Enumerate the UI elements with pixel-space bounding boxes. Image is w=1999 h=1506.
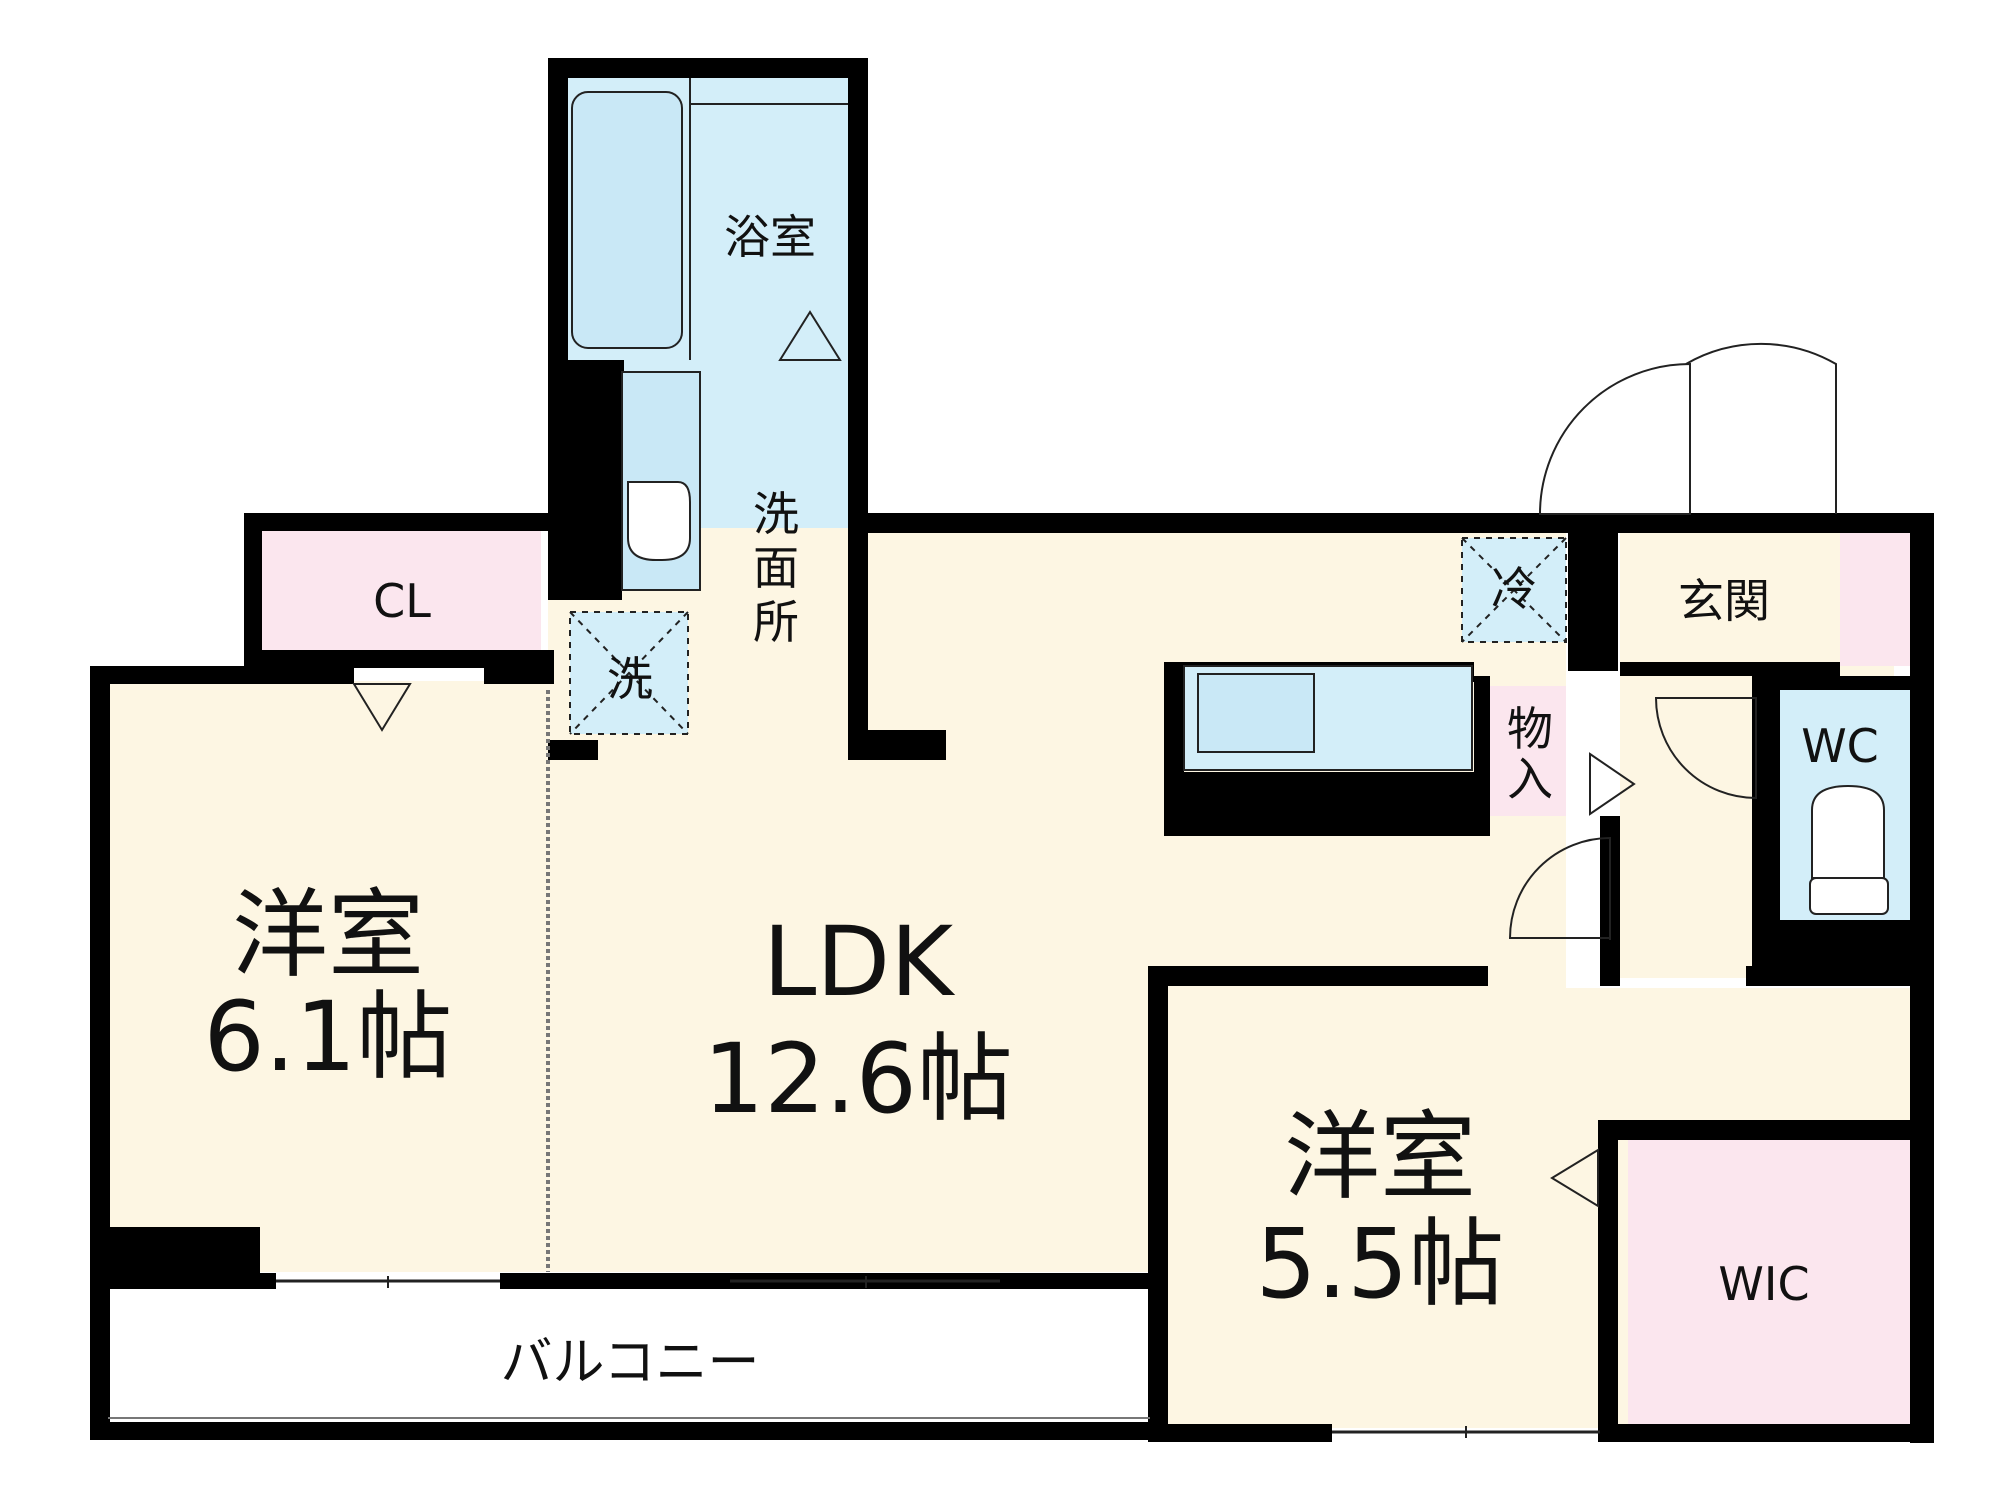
wic-fill — [1628, 1140, 1910, 1428]
storage-door-marker — [1589, 752, 1636, 816]
kitchen-sink — [1197, 673, 1315, 753]
hall-door-swing — [1508, 836, 1611, 939]
walls — [90, 58, 1934, 1443]
balcony-fill — [108, 1290, 1154, 1426]
label-bath: 浴室 — [724, 210, 816, 264]
toilet-bowl — [1811, 784, 1885, 879]
svg-text:所: 所 — [753, 595, 799, 649]
label-washer: 洗 — [607, 652, 653, 706]
label-western1-name: 洋室 — [232, 879, 424, 991]
svg-text:面: 面 — [753, 541, 799, 595]
labels: 浴室 洗 面 所 洗 CL 洋室 6.1帖 LDK 12.6帖 冷 玄関 物 入… — [204, 210, 1879, 1393]
label-ldk-name: LDK — [763, 906, 955, 1018]
storage-fill — [1490, 686, 1566, 816]
bathtub — [571, 91, 683, 349]
toilet-tank — [1809, 877, 1889, 915]
label-western2-name: 洋室 — [1284, 1101, 1476, 1213]
closet-door-marker — [352, 683, 412, 732]
svg-text:洗: 洗 — [753, 487, 799, 541]
room-fills — [108, 77, 1910, 1428]
entrance-storage-fill — [1840, 528, 1910, 666]
label-entrance: 玄関 — [1678, 574, 1770, 628]
svg-text:物: 物 — [1507, 702, 1553, 756]
label-western2-size: 5.5帖 — [1256, 1208, 1505, 1320]
label-closet: CL — [373, 574, 431, 628]
label-balcony: バルコニー — [501, 1333, 760, 1393]
label-wc: WC — [1801, 719, 1879, 773]
entrance-door-swing — [1538, 362, 1691, 515]
svg-text:入: 入 — [1507, 752, 1553, 806]
label-western1-size: 6.1帖 — [204, 981, 453, 1093]
fixtures — [108, 78, 1889, 1438]
label-ldk-size: 12.6帖 — [703, 1023, 1013, 1135]
label-fridge: 冷 — [1491, 562, 1537, 616]
bath-door-marker — [778, 310, 842, 361]
label-washroom: 洗 面 所 — [753, 487, 799, 649]
closet-fill — [258, 528, 541, 666]
label-wic: WIC — [1718, 1257, 1809, 1311]
wic-door-marker — [1550, 1148, 1599, 1208]
western1-fill — [108, 681, 548, 1272]
sink-bowl — [627, 481, 691, 561]
wc-door-swing — [1654, 697, 1757, 800]
label-storage: 物 入 — [1507, 702, 1553, 806]
